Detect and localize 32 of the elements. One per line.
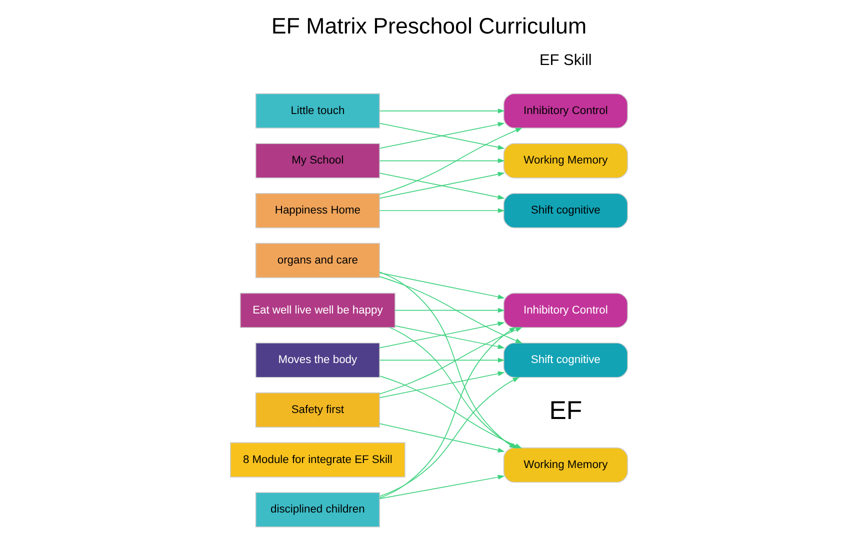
node-box: Inhibitory Control [503,93,628,129]
node-box: Moves the body [255,342,380,378]
diagram-title: EF Matrix Preschool Curriculum [271,13,587,38]
node-box: Shift cognitive [503,193,628,228]
arrow [379,128,522,195]
node-box: Little touch [255,93,380,129]
node-box: Safety first [255,392,380,428]
arrow [379,371,505,398]
arrow [379,108,505,114]
node-box: disciplined children [255,492,380,528]
arrow [379,474,505,500]
arrow [379,327,522,394]
node-box: 8 Module for integrate EF Skill [230,442,406,478]
node-box: organs and care [255,242,380,278]
node-box: Working Memory [503,143,628,178]
arrow [379,276,522,344]
node-box: Shift cognitive [503,342,628,378]
node-box: Working Memory [503,447,628,483]
arrow [394,308,505,313]
arrow [379,358,505,363]
arrow [379,158,505,164]
arrow [379,208,505,214]
label: EF [549,397,582,426]
arrow [379,272,505,300]
arrow [394,325,505,350]
arrow [379,423,505,452]
label: EF Skill [539,52,592,69]
node-box: My School [255,143,380,178]
node-box: Eat well live well be happy [240,292,396,328]
arrow [379,321,505,348]
node-box: Happiness Home [255,193,380,228]
node-box: Inhibitory Control [503,292,628,328]
